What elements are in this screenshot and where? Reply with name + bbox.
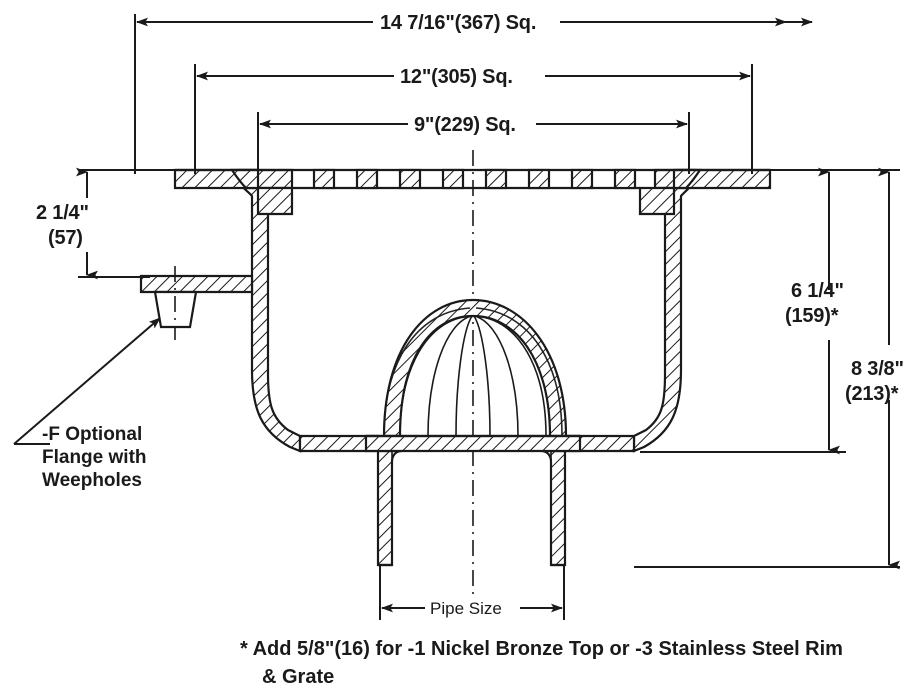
dimension-pipe-size: Pipe Size xyxy=(379,566,565,620)
dimension-label-right-inner-2: (159)* xyxy=(785,305,839,327)
dimension-label-right-outer-1: 8 3/8" xyxy=(851,358,904,380)
rim-collar-left xyxy=(229,168,294,216)
dimension-label-top-outer: 14 7/16"(367) Sq. xyxy=(380,12,536,34)
flange-plate xyxy=(139,274,254,294)
dimension-label-right-outer-2: (213)* xyxy=(845,383,899,405)
dimension-label-right-inner-1: 6 1/4" xyxy=(791,280,844,302)
rim-collar-right xyxy=(638,168,703,216)
drain-body-section xyxy=(236,168,696,567)
dimension-label-top-middle: 12"(305) Sq. xyxy=(400,66,513,88)
dome-ribs xyxy=(383,307,563,437)
dome-strainer xyxy=(364,298,582,453)
grate-bars xyxy=(312,168,637,190)
callout-flange-line2: Flange with xyxy=(42,447,147,468)
dimension-label-left-vertical-1: 2 1/4" xyxy=(36,202,89,224)
dimension-top-outer: 14 7/16"(367) Sq. xyxy=(134,12,813,174)
footnote-block: * Add 5/8"(16) for -1 Nickel Bronze Top … xyxy=(240,638,843,688)
dimension-label-pipe-size: Pipe Size xyxy=(430,599,502,618)
dimension-top-middle: 12"(305) Sq. xyxy=(194,64,753,174)
dimension-top-inner: 9"(229) Sq. xyxy=(257,112,690,174)
dimension-right-inner: 6 1/4" (159)* xyxy=(640,167,846,455)
flange-callout: -F Optional Flange with Weepholes xyxy=(13,317,161,491)
dimension-label-left-vertical-2: (57) xyxy=(48,227,83,249)
dome-seat-ring xyxy=(364,434,582,453)
outlet-wall-left xyxy=(376,449,403,567)
dimension-right-outer: 8 3/8" (213)* xyxy=(634,167,904,570)
dimension-left-vertical: 2 1/4" (57) xyxy=(36,167,180,280)
optional-flange-with-weepholes xyxy=(139,266,254,340)
outlet-wall-right xyxy=(540,449,567,567)
rim-and-grate-assembly xyxy=(173,168,772,216)
dimension-label-top-inner: 9"(229) Sq. xyxy=(414,114,516,136)
footnote-line2: & Grate xyxy=(262,666,334,688)
callout-flange-line1: -F Optional xyxy=(42,424,142,445)
footnote-line1: * Add 5/8"(16) for -1 Nickel Bronze Top … xyxy=(240,638,843,660)
callout-flange-line3: Weepholes xyxy=(42,470,142,491)
